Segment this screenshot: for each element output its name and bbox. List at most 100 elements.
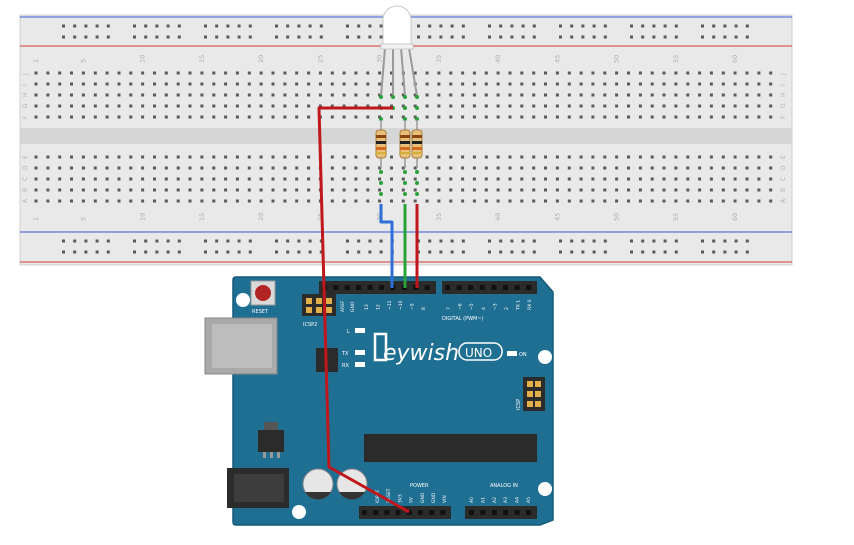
breadboard-hole [390,71,393,75]
breadboard-hole [662,166,666,170]
breadboard-hole [461,188,465,192]
rail-hole [712,250,716,254]
breadboard-hole [390,82,393,86]
rail-hole [379,250,383,254]
breadboard-hole [129,177,133,181]
pin-label: ~9 [410,303,416,310]
breadboard-hole [615,166,619,170]
breadboard-hole [769,82,773,86]
breadboard-hole [129,166,133,170]
breadboard-hole [212,177,216,181]
rail-hole [674,24,678,28]
breadboard-hole [709,166,713,170]
breadboard-hole [129,188,133,192]
rail-hole [450,35,454,39]
breadboard-hole [46,188,50,192]
breadboard-hole [46,93,50,97]
breadboard-hole [378,93,382,97]
breadboard-hole [378,104,382,108]
breadboard-hole [579,166,583,170]
header-pin [480,510,486,515]
breadboard-hole [674,93,678,97]
breadboard-hole [484,155,488,159]
breadboard-hole [401,104,405,108]
breadboard-hole [307,177,311,181]
breadboard-hole [520,166,524,170]
breadboard-hole [93,166,97,170]
breadboard-hole [70,82,73,86]
breadboard-hole [212,199,216,203]
breadboard-hole [520,115,524,119]
breadboard-hole [283,155,287,159]
breadboard-hole [686,104,690,108]
rail-hole [663,35,667,39]
rail-hole [133,24,136,28]
breadboard-hole [295,177,299,181]
breadboard-hole [58,199,62,203]
breadboard-hole [437,188,441,192]
breadboard-hole [70,104,73,108]
breadboard-hole [484,104,488,108]
header-pin [456,285,462,290]
rail-hole [559,250,562,254]
breadboard-hole [520,155,524,159]
breadboard-hole [627,155,630,159]
breadboard-hole [401,199,405,203]
breadboard-hole [117,166,121,170]
breadboard-hole [318,71,322,75]
breadboard-hole [579,188,583,192]
breadboard-hole [461,82,465,86]
breadboard-hole [698,155,702,159]
rail-hole [248,250,252,254]
rail-hole [226,250,230,254]
breadboard-hole [235,177,239,181]
header-pin [526,510,531,515]
rail-hole [630,24,633,28]
breadboard-hole [342,166,346,170]
reset-button-cap[interactable] [255,285,271,301]
breadboard-hole [591,93,595,97]
breadboard-hole [212,188,216,192]
pin-label: VIN [442,495,448,503]
breadboard-hole [46,155,50,159]
icsp2-header [302,294,336,316]
rail-hole [73,239,77,243]
mounting-hole [538,350,552,364]
breadboard-hole [342,188,346,192]
breadboard-hole [757,115,761,119]
rail-hole [204,239,207,243]
rail-hole [379,24,383,28]
breadboard-hole [390,115,393,119]
breadboard-hole [224,177,228,181]
breadboard-hole [366,115,370,119]
breadboard-hole [81,155,85,159]
breadboard-hole [603,188,607,192]
breadboard-hole [567,177,571,181]
breadboard-hole [769,93,773,97]
breadboard-hole [544,188,547,192]
header-pin [429,510,435,515]
rail-hole [461,250,465,254]
breadboard-hole [81,188,85,192]
header-pin [373,510,379,515]
column-number: 35 [435,55,443,63]
breadboard-hole [496,93,500,97]
breadboard-hole [164,104,168,108]
breadboard-hole [354,155,358,159]
breadboard-hole [176,71,180,75]
breadboard-hole [472,166,476,170]
resistor [399,120,411,168]
breadboard-hole [153,177,156,181]
breadboard-hole [330,166,334,170]
row-letter: E [780,155,787,159]
rail-hole [204,24,207,28]
header-pin [514,510,520,515]
pin-label: A4 [515,497,521,503]
breadboard-hole [283,188,287,192]
brand-logo: eywish UNO [373,332,503,366]
breadboard-hole [390,199,393,203]
breadboard-hole [176,115,180,119]
breadboard-hole [472,188,476,192]
breadboard-hole [591,71,595,75]
rail-hole [368,24,372,28]
